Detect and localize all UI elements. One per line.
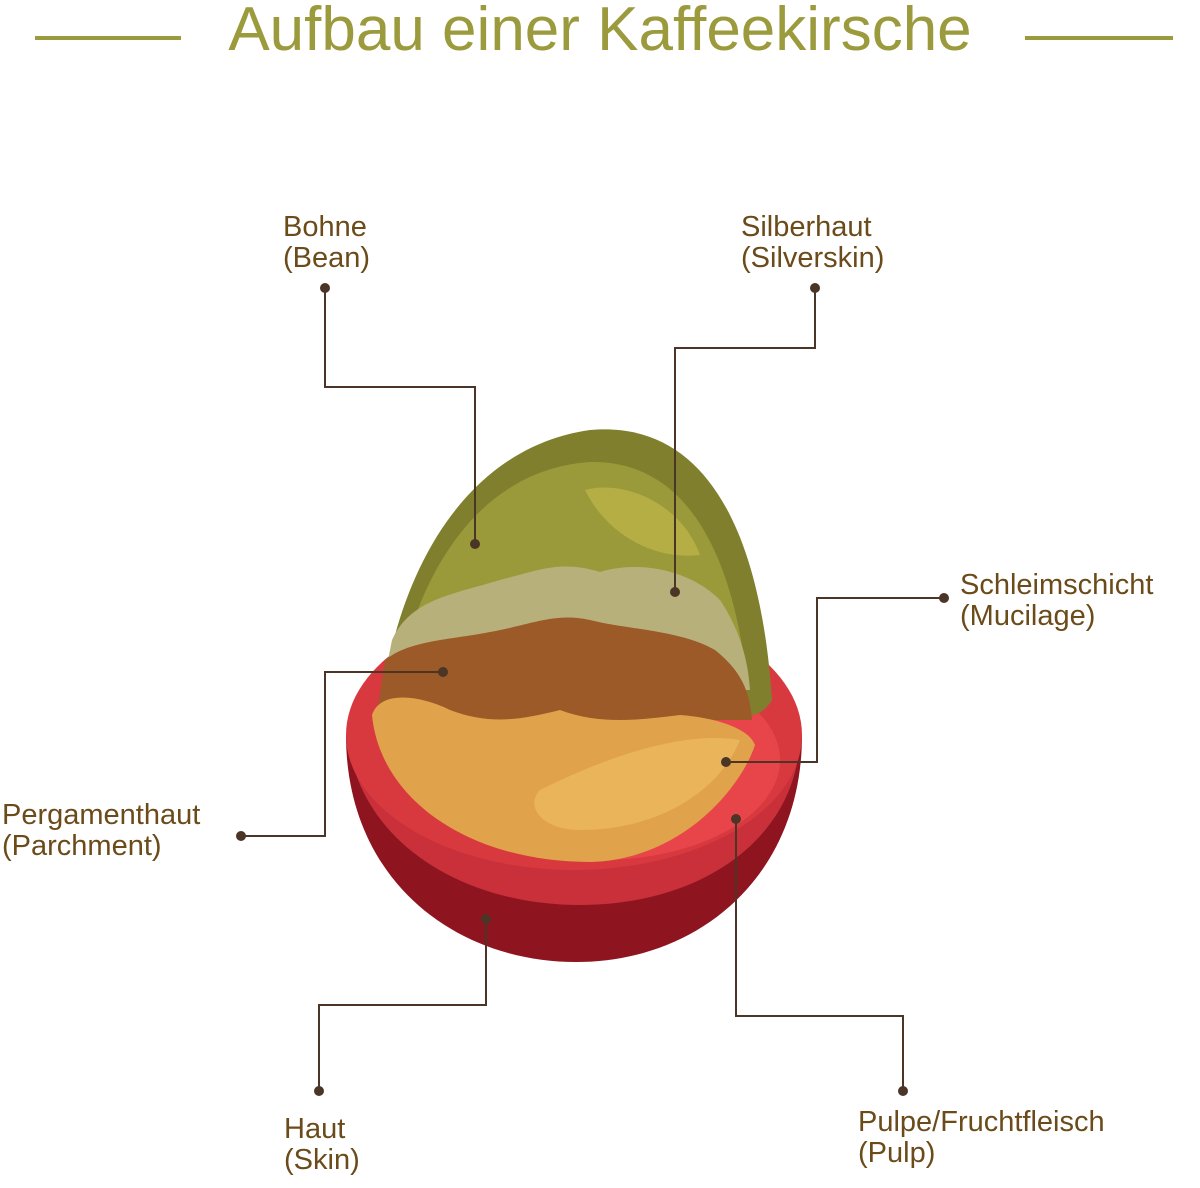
dot-pulp-label — [898, 1086, 908, 1096]
leader-silverskin — [674, 288, 816, 592]
label-skin-de: Haut — [284, 1113, 346, 1145]
label-mucilage-de: Schleimschicht — [960, 569, 1154, 601]
mucilage-highlight — [534, 738, 740, 830]
label-parchment-de: Pergamenthaut — [2, 799, 201, 831]
dot-silverskin-label — [810, 283, 820, 293]
bean-highlight — [585, 487, 700, 556]
label-silverskin-en: (Silverskin) — [741, 242, 885, 274]
dot-bean-label — [320, 283, 330, 293]
dot-skin — [481, 914, 491, 924]
leader-mucilage — [726, 597, 944, 763]
label-silverskin: Silberhaut (Silverskin) — [741, 212, 884, 274]
dot-pulp — [731, 814, 741, 824]
label-pulp: Pulpe/Fruchtfleisch (Pulp) — [858, 1107, 1105, 1169]
dot-skin-label — [314, 1086, 324, 1096]
leader-pulp — [735, 819, 904, 1091]
dot-parchment-label — [236, 831, 246, 841]
leader-parchment — [241, 671, 443, 837]
label-bean-en: (Bean) — [283, 242, 371, 274]
dot-mucilage-label — [939, 593, 949, 603]
label-skin: Haut (Skin) — [284, 1114, 360, 1176]
label-pulp-en: (Pulp) — [858, 1137, 936, 1169]
title-rule-left — [35, 36, 181, 40]
label-parchment-en: (Parchment) — [2, 830, 162, 862]
label-bean-de: Bohne — [283, 211, 367, 243]
label-parchment: Pergamenthaut (Parchment) — [2, 800, 200, 862]
label-skin-en: (Skin) — [284, 1144, 360, 1176]
dot-parchment — [438, 667, 448, 677]
label-mucilage-en: (Mucilage) — [960, 600, 1096, 632]
leader-dots — [236, 283, 949, 1096]
leader-lines — [241, 288, 944, 1091]
label-silverskin-de: Silberhaut — [741, 211, 872, 243]
label-pulp-de: Pulpe/Fruchtfleisch — [858, 1106, 1105, 1138]
parchment-band — [376, 617, 752, 720]
page-title: Aufbau einer Kaffeekirsche — [228, 0, 972, 64]
dot-silverskin — [670, 587, 680, 597]
dot-bean — [470, 539, 480, 549]
label-mucilage: Schleimschicht (Mucilage) — [960, 570, 1153, 632]
leader-skin — [318, 919, 487, 1091]
label-bean: Bohne (Bean) — [283, 212, 370, 274]
dot-mucilage — [721, 757, 731, 767]
leader-bean — [324, 288, 476, 544]
title-rule-right — [1025, 36, 1173, 40]
